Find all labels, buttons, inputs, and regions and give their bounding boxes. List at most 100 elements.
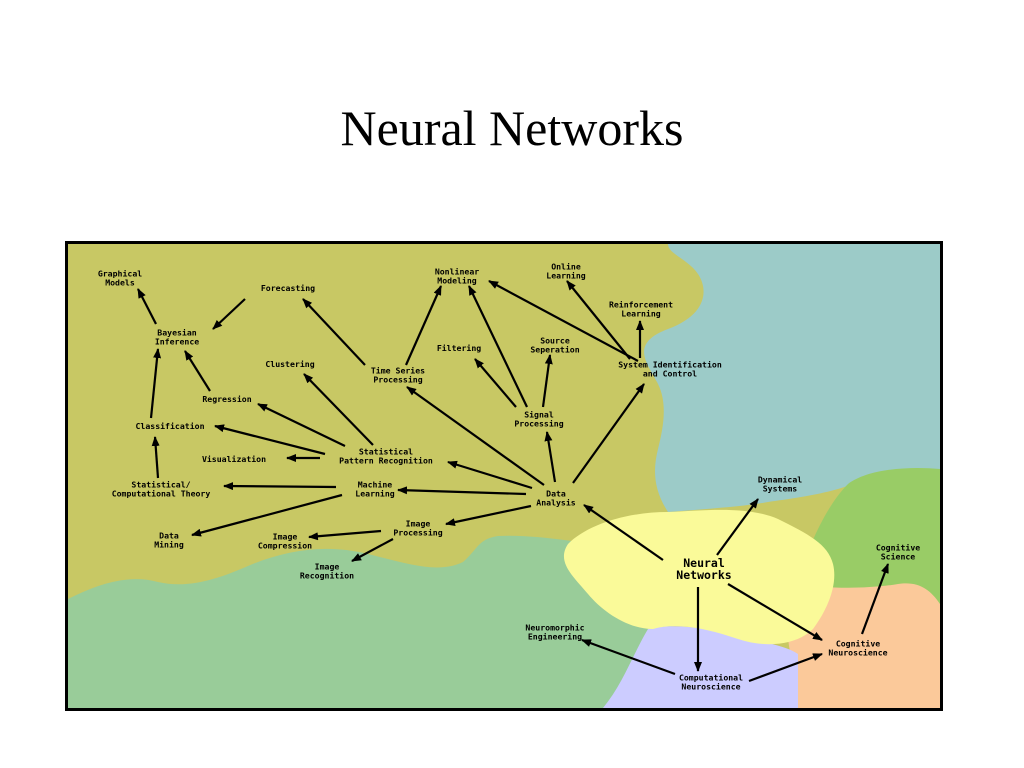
arrow-system-identification-to-nonlinear-modeling [488, 280, 639, 362]
node-statistical-theory: Statistical/Computational Theory [112, 480, 211, 499]
control-region [644, 244, 940, 512]
node-visualization: Visualization [202, 454, 266, 464]
node-signal-processing-line: Processing [514, 419, 563, 429]
node-bayesian-inference-line: Bayesian [157, 328, 197, 338]
arrow-computational-neuroscience-to-neuromorphic-engineering [581, 638, 676, 676]
colored-regions [68, 244, 940, 708]
node-system-identification-line: and Control [643, 369, 697, 379]
node-image-processing-line: Processing [393, 528, 442, 538]
node-machine-learning-line: Machine [358, 480, 393, 490]
arrow-statistical-theory-to-classification [151, 436, 160, 479]
node-graphical-models-line: Models [105, 278, 135, 288]
node-time-series-line: Processing [373, 375, 422, 385]
slide-title: Neural Networks [340, 100, 684, 156]
arrow-bayesian-inference-to-graphical-models [137, 288, 157, 325]
arrow-computational-neuroscience-to-cognitive-neuroscience [748, 652, 823, 683]
node-dynamical-systems-line: Systems [763, 484, 798, 494]
node-system-identification-line: System Identification [618, 360, 722, 370]
node-machine-learning-line: Learning [355, 489, 395, 499]
node-classification: Classification [135, 421, 204, 431]
node-online-learning-line: Learning [546, 271, 586, 281]
node-signal-processing-line: Signal [524, 410, 554, 420]
node-online-learning-line: Online [551, 262, 581, 272]
node-regression: Regression [202, 394, 251, 404]
node-statistical-pattern-line: Pattern Recognition [339, 456, 433, 466]
arrow-data-analysis-to-signal-processing [544, 431, 557, 483]
node-nonlinear-modeling-line: Nonlinear [435, 267, 479, 277]
arrow-statistical-pattern-to-classification [214, 424, 326, 456]
arrow-image-processing-to-image-recognition [351, 538, 394, 562]
node-cognitive-neuroscience-line: Neuroscience [828, 648, 887, 658]
node-filtering: Filtering [437, 343, 481, 353]
arrow-data-analysis-to-image-processing [445, 504, 532, 527]
arrow-cognitive-neuroscience-to-cognitive-science [860, 563, 890, 635]
node-neuromorphic-engineering-line: Neuromorphic [525, 623, 584, 633]
node-statistical-theory-line: Statistical/ [131, 480, 190, 490]
arrow-statistical-pattern-to-regression [257, 403, 346, 447]
arrow-machine-learning-to-data-mining [191, 493, 343, 537]
node-cognitive-neuroscience-line: Cognitive [836, 639, 880, 649]
arrow-neural-networks-to-cognitive-neuroscience [727, 583, 823, 641]
node-clustering-line: Clustering [265, 359, 314, 369]
node-image-processing-line: Image [406, 519, 431, 529]
node-source-separation-line: Seperation [530, 345, 579, 355]
arrow-image-processing-to-image-compression [308, 529, 382, 541]
diagram-edges [137, 280, 890, 683]
arrow-statistical-pattern-to-clustering [303, 373, 374, 446]
node-statistical-theory-line: Computational Theory [112, 489, 211, 499]
node-clustering: Clustering [265, 359, 314, 369]
arrow-classification-to-bayesian-inference [149, 348, 162, 419]
arrow-machine-learning-to-statistical-theory [223, 482, 337, 491]
arrow-time-series-to-forecasting [302, 298, 366, 366]
node-neural-networks-line: Neural [683, 556, 725, 570]
node-cognitive-science-line: Science [881, 552, 916, 562]
arrow-neural-networks-to-data-analysis [583, 504, 664, 561]
node-forecasting-line: Forecasting [261, 283, 315, 293]
arrow-signal-processing-to-filtering [474, 358, 517, 408]
node-visualization-line: Visualization [202, 454, 266, 464]
arrow-data-analysis-to-machine-learning [397, 486, 527, 496]
node-neuromorphic-engineering-line: Engineering [528, 632, 582, 642]
arrow-system-identification-to-online-learning [566, 280, 631, 360]
neural-networks-region [563, 509, 835, 645]
node-reinforcement-learning-line: Learning [621, 309, 661, 319]
node-statistical-pattern-line: Statistical [359, 447, 413, 457]
arrow-signal-processing-to-source-separation [541, 354, 553, 408]
node-bayesian-inference-line: Inference [155, 337, 199, 347]
node-regression-line: Regression [202, 394, 251, 404]
arrow-signal-processing-to-nonlinear-modeling [468, 285, 528, 408]
node-forecasting: Forecasting [261, 283, 315, 293]
node-neural-networks-line: Networks [676, 568, 731, 582]
arrow-regression-to-bayesian-inference [184, 350, 211, 392]
node-image-compression-line: Image [273, 532, 298, 542]
node-data-mining-line: Mining [154, 540, 184, 550]
arrow-forecasting-to-bayesian-inference [212, 298, 246, 330]
node-nonlinear-modeling-line: Modeling [437, 276, 477, 286]
node-computational-neuroscience-line: Computational [679, 673, 743, 683]
node-data-analysis-line: Analysis [536, 498, 576, 508]
node-dynamical-systems-line: Dynamical [758, 475, 802, 485]
